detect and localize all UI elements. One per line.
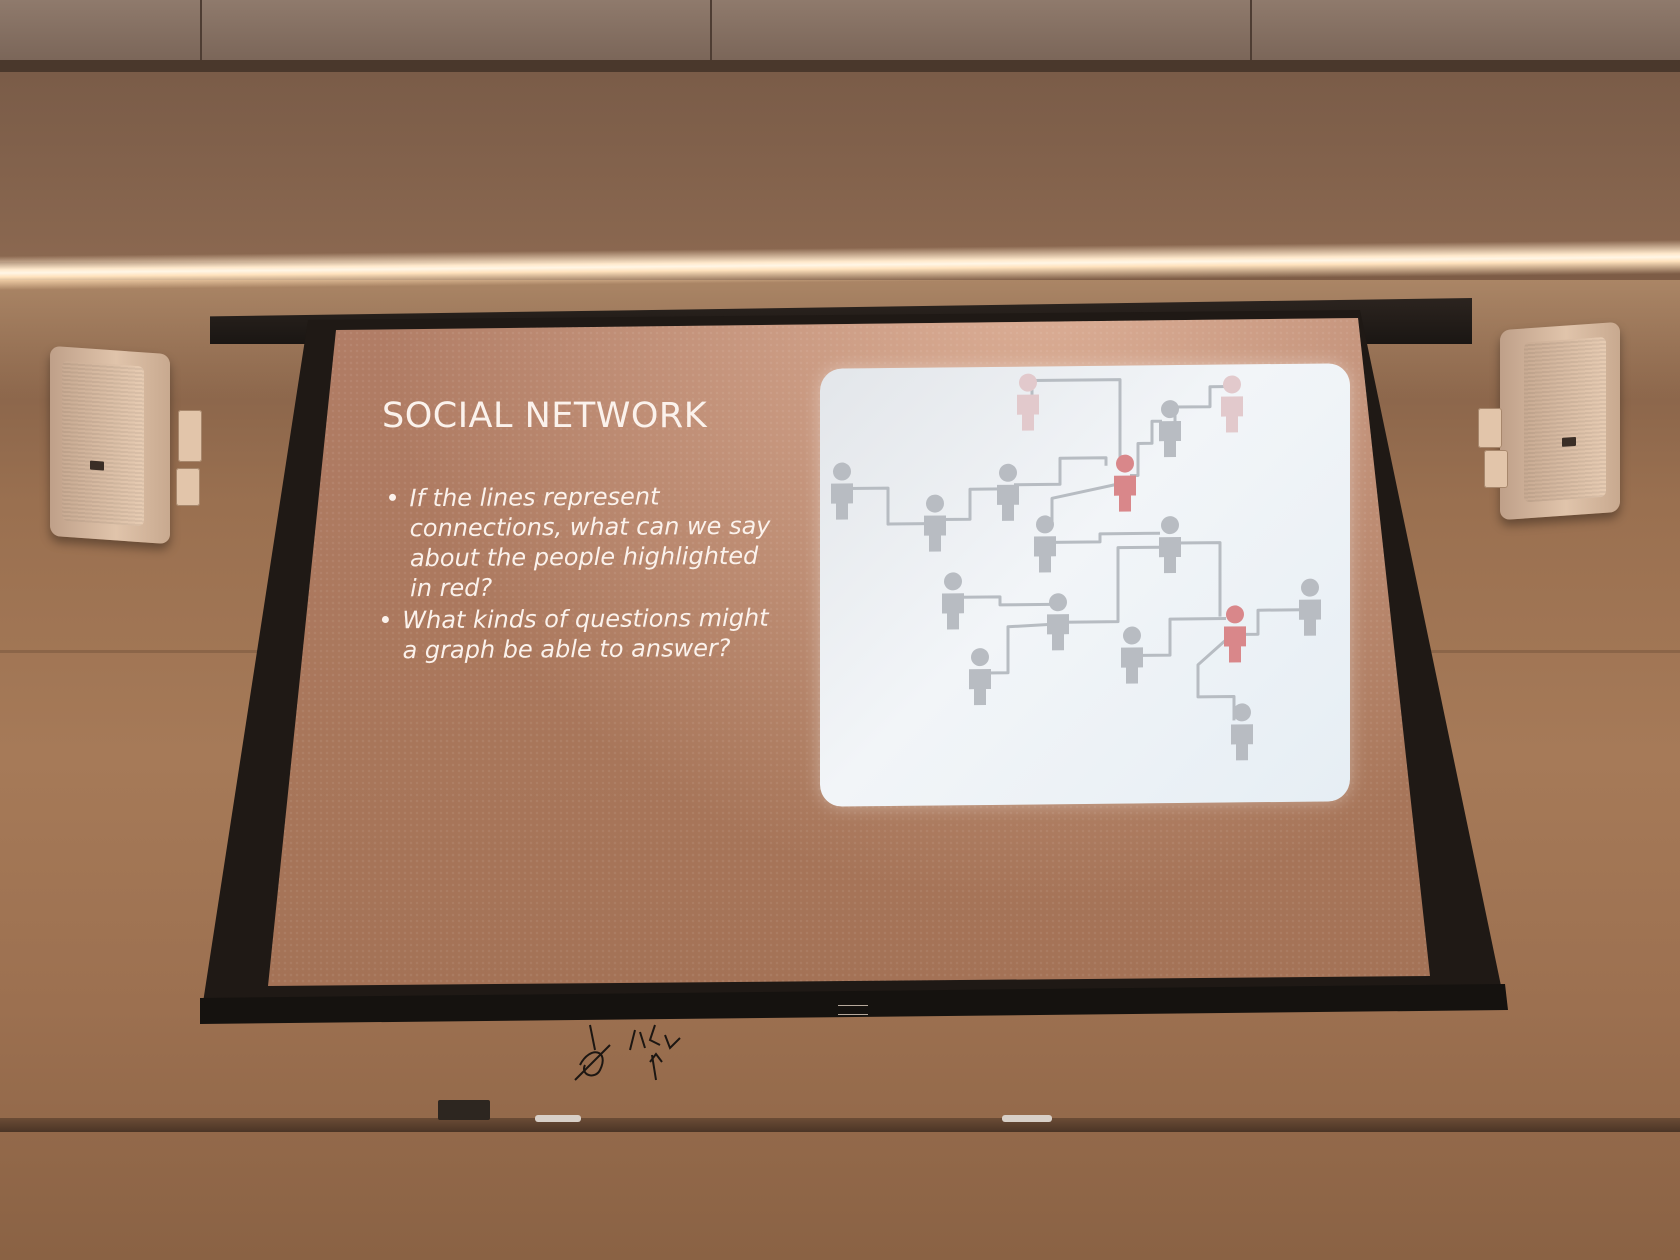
network-connection-line (1052, 531, 1160, 544)
speaker-grill (1524, 336, 1606, 503)
person-icon (1159, 516, 1181, 574)
outlet-right-upper (1478, 408, 1502, 448)
speaker-logo (1562, 436, 1576, 447)
person-icon (1159, 400, 1181, 458)
slide-bullet: What kinds of questions might a graph be… (378, 603, 786, 666)
person-icon (1121, 626, 1143, 684)
highlighted-person-icon (1114, 454, 1136, 512)
outlet-right (1484, 450, 1508, 488)
highlighted-person-icon (1224, 605, 1246, 663)
speaker-grill (62, 360, 144, 527)
person-icon (831, 462, 853, 520)
speaker-logo (90, 460, 104, 471)
slide-title: SOCIAL NETWORK (382, 396, 708, 436)
network-connection-line (1050, 482, 1121, 527)
ceiling-seam (710, 0, 712, 62)
eraser (438, 1100, 490, 1120)
ceiling-seam (200, 0, 202, 62)
network-connection-line (1030, 378, 1122, 466)
whiteboard-scribble (574, 1024, 681, 1081)
outlet-left (176, 468, 200, 506)
soffit (0, 72, 1680, 262)
network-connection-line (960, 595, 1050, 607)
network-connection-line (1173, 385, 1228, 426)
person-icon (1231, 703, 1253, 761)
network-connection-line (1196, 633, 1236, 721)
network-connection-line (986, 622, 1051, 675)
ceiling (0, 0, 1680, 72)
network-connection-line (1138, 617, 1226, 657)
slide-bullet-list: If the lines represent connections, what… (385, 481, 786, 668)
speaker-left (50, 345, 170, 545)
ceiling-seam (1250, 0, 1252, 62)
network-connection-line (1244, 608, 1302, 636)
person-icon (1047, 593, 1069, 651)
network-graph (831, 373, 1321, 761)
speaker-right (1500, 321, 1620, 521)
network-connection-line (848, 486, 928, 526)
outlet-left-upper (178, 410, 202, 462)
person-icon (1017, 373, 1039, 431)
ceiling-rail (0, 60, 1680, 72)
slide-bullet: If the lines represent connections, what… (385, 481, 786, 604)
social-network-diagram (820, 363, 1350, 807)
person-icon (997, 463, 1019, 521)
marker (1002, 1115, 1052, 1122)
network-connection-line (1014, 456, 1108, 487)
screen-brand-mark (838, 1005, 868, 1015)
person-icon (969, 648, 991, 706)
person-icon (1299, 578, 1321, 636)
network-connection-line (1064, 545, 1162, 624)
network-connection-line (1130, 419, 1162, 478)
person-icon (1221, 375, 1243, 433)
network-connection-line (1176, 541, 1222, 617)
board-tray (0, 1118, 1680, 1132)
person-icon (924, 494, 946, 552)
network-connection-line (942, 487, 1002, 521)
person-icon (942, 572, 964, 630)
person-icon (1034, 515, 1056, 573)
marker (535, 1115, 581, 1122)
